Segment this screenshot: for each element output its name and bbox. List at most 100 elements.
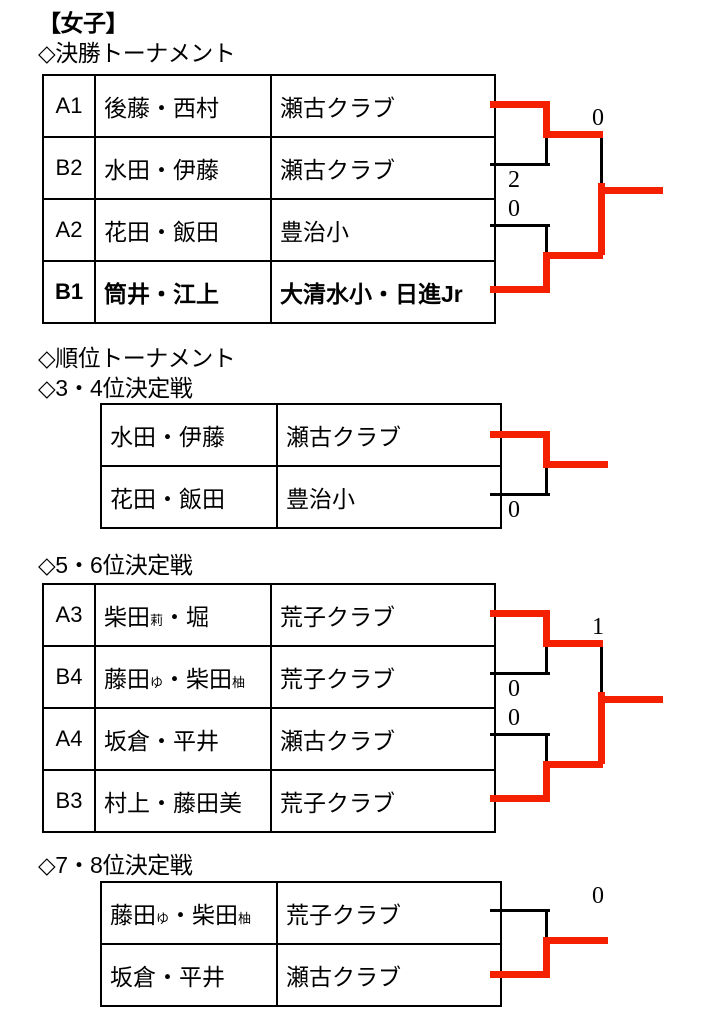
bracket-connector-semi-top-lower — [545, 134, 548, 165]
table-row: A4 坂倉・平井 瀬古クラブ — [42, 707, 496, 771]
bracket-line-rank56-semi-top-out — [543, 640, 603, 647]
table-row: B3 村上・藤田美 荒子クラブ — [42, 769, 496, 833]
bracket-line-champion — [598, 187, 663, 194]
score-rank-7-8: 0 — [592, 883, 604, 909]
table-rank-7-8: 藤田ゆ・柴田柚 荒子クラブ 坂倉・平井 瀬古クラブ — [100, 881, 502, 1007]
row-players: 藤田ゆ・柴田柚 — [94, 645, 272, 709]
player-name-tail: ・堀 — [163, 604, 210, 630]
player-name-ruby: 莉 — [150, 613, 164, 628]
bracket-line-rank34-out — [543, 461, 608, 468]
bracket-connector-rank56-semi-bottom-upper — [545, 733, 548, 765]
row-club: 大清水小・日進Jr — [270, 260, 496, 324]
bracket-line-semi-top-out — [543, 131, 603, 138]
bracket-connector-semi-bottom-upper — [545, 224, 548, 256]
bracket-line-a4 — [490, 733, 550, 736]
table-row: A3 柴田莉・堀 荒子クラブ — [42, 583, 496, 647]
score-rank56-semi-bottom: 0 — [508, 705, 520, 731]
score-semi-bottom: 0 — [508, 196, 520, 222]
bracket-connector-rank34-lower — [545, 464, 548, 495]
bracket-connector-semi-bottom — [543, 252, 550, 293]
bracket-connector-rank56-semi-top-lower — [545, 643, 548, 674]
row-players: 坂倉・平井 — [100, 943, 278, 1007]
bracket-connector-rank34 — [543, 431, 550, 468]
table-rank-3-4: 水田・伊藤 瀬古クラブ 花田・飯田 豊治小 — [100, 403, 502, 529]
row-club: 瀬古クラブ — [270, 707, 496, 771]
bracket-line-winner-rank78-bottom — [490, 971, 550, 978]
row-players: 筒井・江上 — [94, 260, 272, 324]
row-players: 花田・飯田 — [100, 465, 278, 529]
bracket-connector-final-upper — [600, 131, 603, 186]
bracket-line-winner-b1 — [490, 286, 550, 293]
row-players: 村上・藤田美 — [94, 769, 272, 833]
row-players: 藤田ゆ・柴田柚 — [100, 881, 278, 945]
bracket-connector-rank78-upper — [545, 909, 548, 941]
row-code: B2 — [42, 136, 96, 200]
bracket-line-b2 — [490, 163, 550, 166]
row-players: 水田・伊藤 — [100, 403, 278, 467]
row-club: 豊治小 — [276, 465, 502, 529]
table-row: 花田・飯田 豊治小 — [100, 465, 502, 529]
table-row-winner: B1 筒井・江上 大清水小・日進Jr — [42, 260, 496, 324]
row-club: 瀬古クラブ — [270, 74, 496, 138]
bracket-connector-rank56-final-upper — [600, 640, 603, 695]
bracket-connector-rank56-final — [598, 692, 605, 764]
table-final-tournament: A1 後藤・西村 瀬古クラブ B2 水田・伊藤 瀬古クラブ A2 花田・飯田 豊… — [42, 74, 496, 324]
page-title: 【女子】 — [38, 10, 129, 36]
section-heading-rank-tournament: ◇順位トーナメント — [38, 345, 236, 371]
bracket-connector-rank56-semi-bottom — [543, 761, 550, 802]
row-club: 瀬古クラブ — [276, 403, 502, 467]
row-club: 荒子クラブ — [270, 583, 496, 647]
bracket-line-rank56-semi-bottom-out — [543, 761, 603, 768]
player-name-tail: ・柴田 — [169, 902, 239, 928]
table-rank-5-6: A3 柴田莉・堀 荒子クラブ B4 藤田ゆ・柴田柚 荒子クラブ A4 坂倉・平井… — [42, 583, 496, 833]
score-rank-3-4: 0 — [508, 497, 520, 523]
bracket-line-winner-rank34-top — [490, 431, 550, 438]
row-players: 坂倉・平井 — [94, 707, 272, 771]
player-name-ruby: ゆ — [156, 911, 170, 926]
row-code: A1 — [42, 74, 96, 138]
player-name-ruby2: 柚 — [238, 911, 252, 926]
table-row: B4 藤田ゆ・柴田柚 荒子クラブ — [42, 645, 496, 709]
bracket-line-a2 — [490, 224, 550, 227]
row-club: 荒子クラブ — [276, 881, 502, 945]
row-players: 柴田莉・堀 — [94, 583, 272, 647]
table-row: A2 花田・飯田 豊治小 — [42, 198, 496, 262]
bracket-line-rank34-bottom — [490, 493, 550, 496]
bracket-connector-semi-top — [543, 101, 550, 137]
score-final: 0 — [592, 105, 604, 131]
row-club: 荒子クラブ — [270, 769, 496, 833]
row-club: 瀬古クラブ — [270, 136, 496, 200]
bracket-line-semi-bottom-out — [543, 252, 603, 259]
section-heading-rank-3-4: ◇3・4位決定戦 — [38, 375, 193, 401]
row-code: A2 — [42, 198, 96, 262]
row-code: A4 — [42, 707, 96, 771]
player-name-tail: ・柴田 — [163, 666, 233, 692]
bracket-connector-rank56-semi-top — [543, 610, 550, 646]
row-players: 後藤・西村 — [94, 74, 272, 138]
score-rank56-semi-top: 0 — [508, 676, 520, 702]
row-club: 豊治小 — [270, 198, 496, 262]
table-row: 藤田ゆ・柴田柚 荒子クラブ — [100, 881, 502, 945]
bracket-connector-final — [598, 183, 605, 255]
row-code: B4 — [42, 645, 96, 709]
section-heading-rank-7-8: ◇7・8位決定戦 — [38, 852, 193, 878]
row-code: A3 — [42, 583, 96, 647]
player-name-main: 藤田 — [104, 666, 150, 692]
section-heading-final-tournament: ◇決勝トーナメント — [38, 40, 236, 66]
bracket-line-winner-a1 — [490, 101, 550, 108]
bracket-line-winner-a3 — [490, 610, 550, 617]
bracket-line-b4 — [490, 672, 550, 675]
row-code: B3 — [42, 769, 96, 833]
player-name-main: 柴田 — [104, 604, 150, 630]
table-row: B2 水田・伊藤 瀬古クラブ — [42, 136, 496, 200]
table-row: 坂倉・平井 瀬古クラブ — [100, 943, 502, 1007]
row-club: 瀬古クラブ — [276, 943, 502, 1007]
bracket-line-winner-b3 — [490, 795, 550, 802]
section-heading-rank-5-6: ◇5・6位決定戦 — [38, 552, 193, 578]
table-row: A1 後藤・西村 瀬古クラブ — [42, 74, 496, 138]
table-row: 水田・伊藤 瀬古クラブ — [100, 403, 502, 467]
row-code: B1 — [42, 260, 96, 324]
row-players: 水田・伊藤 — [94, 136, 272, 200]
bracket-line-rank78-top — [490, 909, 550, 912]
